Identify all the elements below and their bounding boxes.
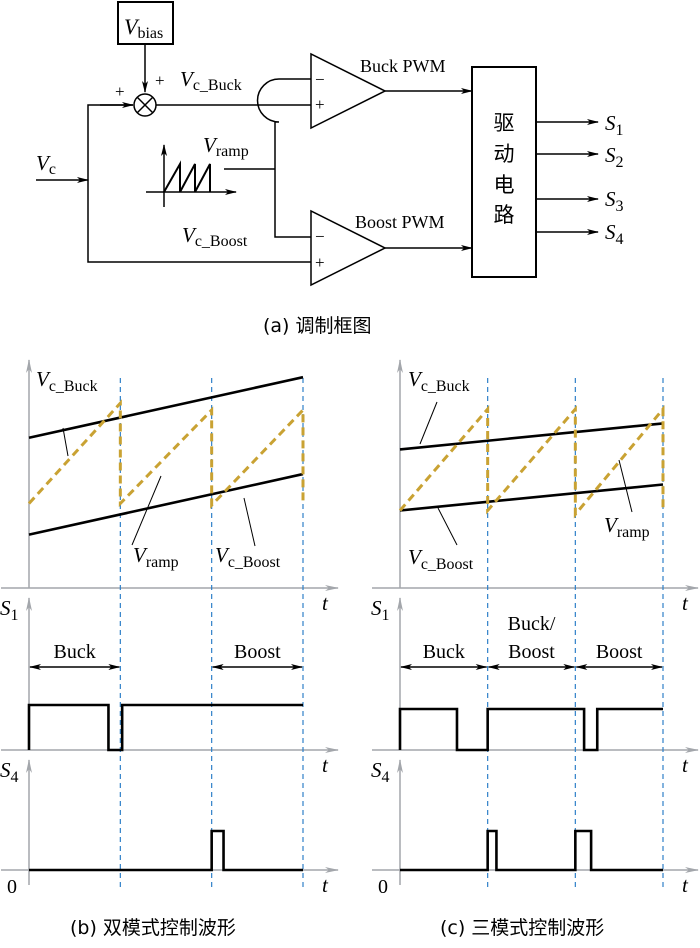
mode-label: Buck: [423, 641, 465, 663]
s1-axis-label: S1: [371, 596, 390, 624]
vramp-label: Vramp: [203, 133, 249, 160]
ramp-wire: [256, 78, 311, 238]
svg-text:电: 电: [494, 173, 515, 197]
sum-plus-top: +: [155, 71, 165, 90]
vcbuck-annotation: Vc_Buck: [36, 367, 98, 395]
caption-a: (a) 调制框图: [263, 315, 372, 337]
s4-waveform: [29, 829, 303, 872]
leader-line: [618, 459, 633, 513]
block-diagram: [36, 1, 599, 287]
vcboost-line: [28, 472, 304, 536]
buck-pwm-label: Buck PWM: [360, 56, 446, 76]
vramp-sawtooth: [27, 399, 305, 509]
svg-text:动: 动: [494, 142, 515, 166]
mode-label: Boost: [596, 641, 643, 663]
output-s2-label: S2: [605, 143, 624, 171]
s4-axis-label: S4: [0, 758, 19, 786]
origin-label: 0: [7, 876, 17, 898]
buck-comp-plus: +: [315, 95, 325, 114]
vcboost-annotation: Vc_Boost: [408, 545, 474, 573]
sum-plus-left: +: [115, 82, 125, 101]
boost-pwm-label: Boost PWM: [355, 212, 445, 232]
t-axis-label: t: [682, 591, 689, 615]
svg-text:路: 路: [494, 203, 515, 227]
leader-line: [437, 507, 458, 546]
mode-label: Buck/: [508, 613, 556, 635]
boost-comparator: [310, 209, 387, 287]
t-axis-label: t: [682, 753, 689, 777]
mode-label: Boost: [508, 641, 555, 663]
vcboost-label: Vc_Boost: [182, 223, 248, 250]
output-s1-label: S1: [605, 111, 624, 139]
output-s3-label: S3: [605, 187, 624, 215]
s1-waveform: [398, 707, 663, 752]
t-axis-label: t: [322, 873, 329, 897]
vcbuck-label: Vc_Buck: [180, 67, 242, 94]
vcbuck-line: [399, 422, 664, 451]
summing-cross-icon-b: [136, 96, 154, 114]
output-s4-label: S4: [605, 220, 624, 248]
block-diagram-labels: Vbias + + Vc_Buck Vc Vramp Vc_Boost − + …: [36, 14, 624, 337]
s4-axis-label: S4: [371, 758, 390, 786]
vcboost-annotation: Vc_Boost: [215, 543, 281, 571]
s1-waveform: [27, 703, 303, 752]
mode-label: Buck: [54, 641, 96, 663]
vbias-label: Vbias: [124, 14, 163, 42]
vc-label: Vc: [36, 151, 56, 178]
vramp-annotation: Vramp: [133, 543, 179, 571]
vcbuck-line: [28, 375, 304, 440]
t-axis-label: t: [322, 753, 329, 777]
leader-line: [243, 497, 256, 547]
origin-label: 0: [378, 876, 388, 898]
leader-line: [131, 475, 162, 546]
s1-axis-label: S1: [0, 596, 19, 624]
ramp-icon: [146, 144, 237, 207]
boost-comp-minus: −: [315, 227, 325, 246]
buck-comp-minus: −: [315, 70, 325, 89]
panel-caption: (b) 双模式控制波形: [70, 917, 236, 939]
buck-comparator: [310, 52, 387, 130]
vramp-annotation: Vramp: [604, 513, 650, 541]
panel-caption: (c) 三模式控制波形: [440, 917, 604, 939]
svg-text:驱: 驱: [494, 111, 515, 135]
driver-label: 驱 动 电 路: [494, 111, 515, 227]
leader-line: [419, 401, 438, 445]
driver-circuit-box: [471, 66, 537, 278]
vramp-sawtooth: [398, 404, 665, 519]
t-axis-label: t: [322, 591, 329, 615]
s4-waveform: [400, 829, 663, 872]
vcboost-line: [399, 483, 664, 512]
vcbuck-annotation: Vc_Buck: [408, 367, 470, 395]
t-axis-label: t: [682, 873, 689, 897]
mode-label: Boost: [234, 641, 281, 663]
boost-comp-plus: +: [315, 253, 325, 272]
leader-line: [62, 427, 69, 457]
